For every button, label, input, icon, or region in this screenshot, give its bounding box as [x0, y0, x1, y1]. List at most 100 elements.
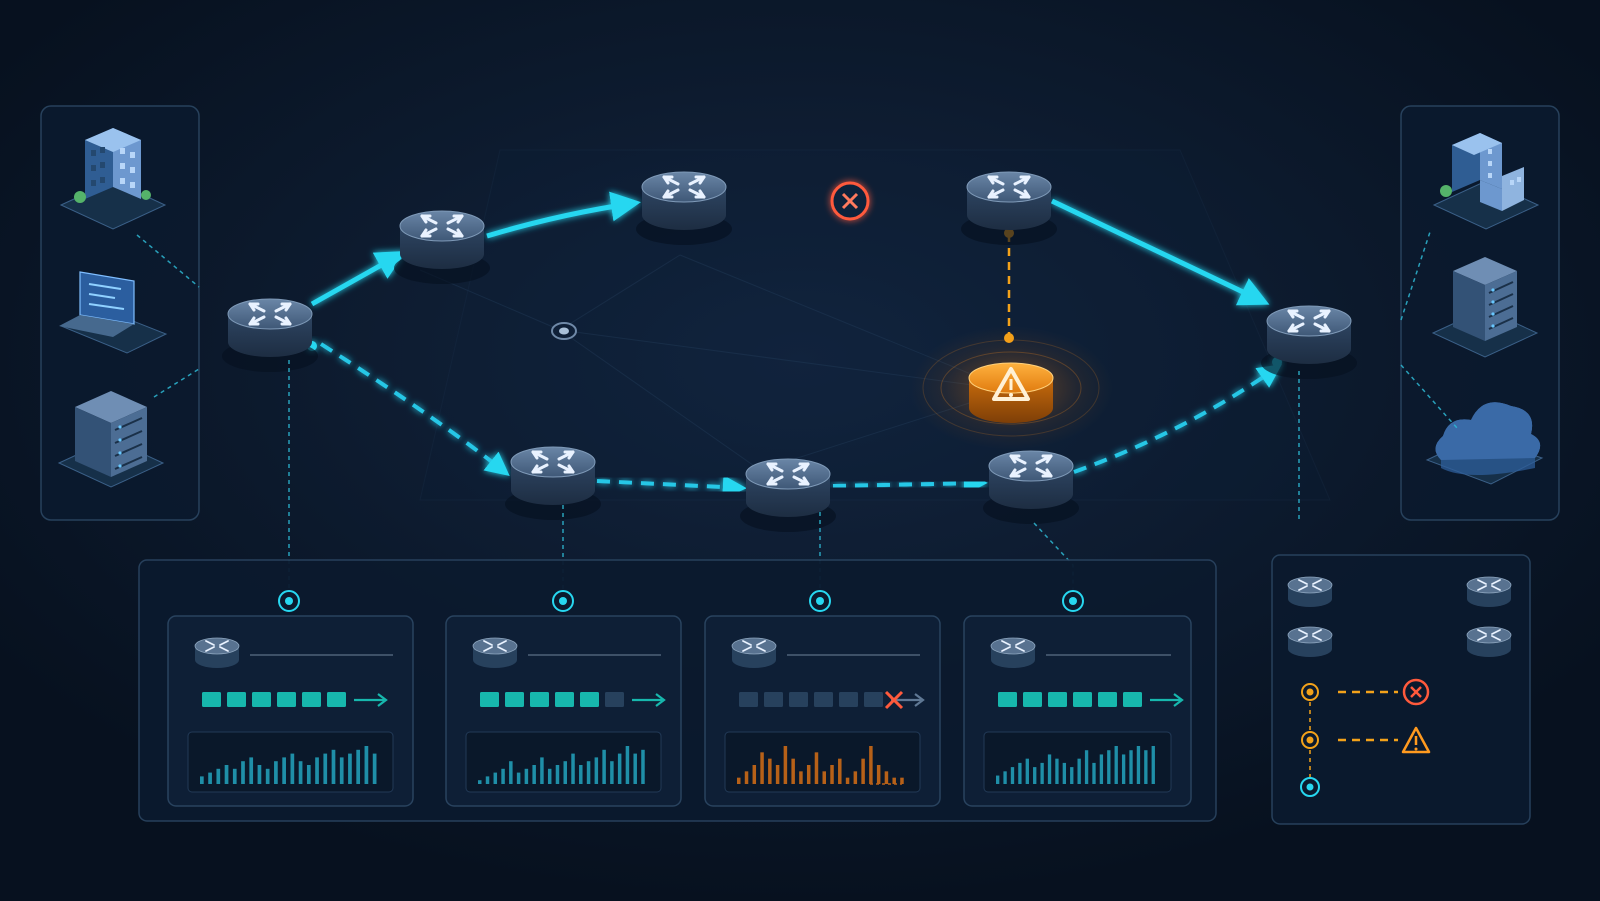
warning-icon [992, 367, 1030, 401]
sparkline-bar [625, 746, 630, 784]
sparkline-bar [586, 761, 591, 784]
router-icon [959, 170, 1059, 247]
traffic-block [555, 692, 574, 707]
sparkline-bar [540, 757, 544, 784]
node-dot-icon [278, 590, 300, 612]
sparkline-bar [485, 776, 490, 784]
sparkline-bar [1136, 746, 1141, 784]
hub-point [551, 322, 577, 340]
sparkline-bar [1144, 750, 1148, 784]
sparkline-bar [1003, 771, 1007, 784]
sparkline-bar [339, 757, 344, 784]
sparkline-bar [814, 752, 819, 784]
sparkline-bar [1033, 767, 1037, 784]
router-icon [1466, 626, 1512, 658]
sparkline-bar [257, 765, 262, 784]
sparkline-bar [845, 777, 850, 784]
sparkline-bar [1010, 767, 1015, 784]
sparkline-bar [744, 771, 749, 784]
error-x-icon [884, 690, 904, 710]
sparkline-bar [241, 761, 245, 784]
sparkline-bar [290, 753, 295, 784]
sparkline-bar [224, 765, 229, 784]
building-icon [59, 128, 167, 230]
sparkline-bar [1114, 746, 1118, 784]
sparkline-bar [641, 749, 645, 784]
legend-item-warning-link [1301, 702, 1431, 783]
sparkline-bar [791, 758, 795, 784]
sparkline-bar [1018, 762, 1022, 784]
sparkline-bar [775, 765, 780, 784]
sparkline-bar [274, 761, 278, 784]
error-x-icon [1402, 678, 1430, 706]
sparkline-bar [208, 772, 212, 784]
sparkline-bar [298, 761, 303, 784]
sparkline-bar [216, 768, 221, 784]
sparkline-bar [571, 753, 575, 784]
traffic-block [1098, 692, 1117, 707]
traffic-block [814, 692, 833, 707]
sparkline-bar [232, 768, 237, 784]
traffic-block [480, 692, 499, 707]
sparkline-bar [768, 758, 772, 784]
sparkline-bar [594, 757, 599, 784]
router-icon [472, 637, 518, 669]
legend-item-primary-link [1287, 576, 1512, 608]
router-icon [634, 170, 734, 247]
sparkline-bar [249, 757, 254, 784]
router-icon [981, 449, 1081, 526]
traffic-block [505, 692, 524, 707]
router-icon [1259, 304, 1359, 381]
traffic-block [302, 692, 321, 707]
sparkline-bar [830, 765, 834, 784]
traffic-block [530, 692, 549, 707]
server-icon [1431, 257, 1539, 358]
traffic-block [839, 692, 858, 707]
sparkline-bar [752, 765, 757, 784]
sparkline-bar [853, 771, 858, 784]
legend-panel [1271, 554, 1531, 825]
sparkline-bar [1092, 762, 1096, 784]
sparkline-bar [323, 753, 328, 784]
sparkline-bar [633, 753, 637, 784]
sparkline-bar [1062, 762, 1067, 784]
traffic-block [1023, 692, 1042, 707]
faulty-node [909, 326, 1113, 450]
building-icon [1432, 133, 1540, 230]
router-icon [731, 637, 777, 669]
sparkline-bar [1055, 758, 1059, 784]
sparkline-bar [265, 768, 270, 784]
traffic-arrowhead [914, 693, 925, 707]
router-icon [1466, 576, 1512, 608]
router-icon [220, 297, 320, 374]
legend-item-backup-link [1287, 626, 1512, 658]
status-card [963, 615, 1192, 807]
sparkline-bar [348, 753, 352, 784]
sparkline-bar [364, 746, 369, 784]
sparkline-bar [356, 749, 361, 784]
traffic-block [277, 692, 296, 707]
traffic-arrowhead [377, 693, 388, 707]
status-card [167, 615, 414, 807]
server-icon [57, 391, 165, 488]
sparkline-bar [1084, 750, 1089, 784]
traffic-block [327, 692, 346, 707]
traffic-block [764, 692, 783, 707]
sparkline-bar [838, 758, 842, 784]
sparkline-bar [493, 772, 498, 784]
node-dot-icon [1062, 590, 1084, 612]
laptop-icon [59, 271, 168, 354]
router-icon [1287, 576, 1333, 608]
sparkline-bar [996, 775, 1000, 784]
status-card [704, 615, 941, 807]
sparkline-bar [516, 772, 521, 784]
sparkline-bar [602, 749, 606, 784]
sparkline-bar [1077, 758, 1081, 784]
traffic-block [1073, 692, 1092, 707]
sparkline-bar [1025, 758, 1029, 784]
sparkline-bar [547, 768, 552, 784]
sparkline-bar [1040, 762, 1044, 784]
sparkline-bar [315, 757, 319, 784]
sparkline-bar [1121, 754, 1126, 784]
traffic-block [739, 692, 758, 707]
